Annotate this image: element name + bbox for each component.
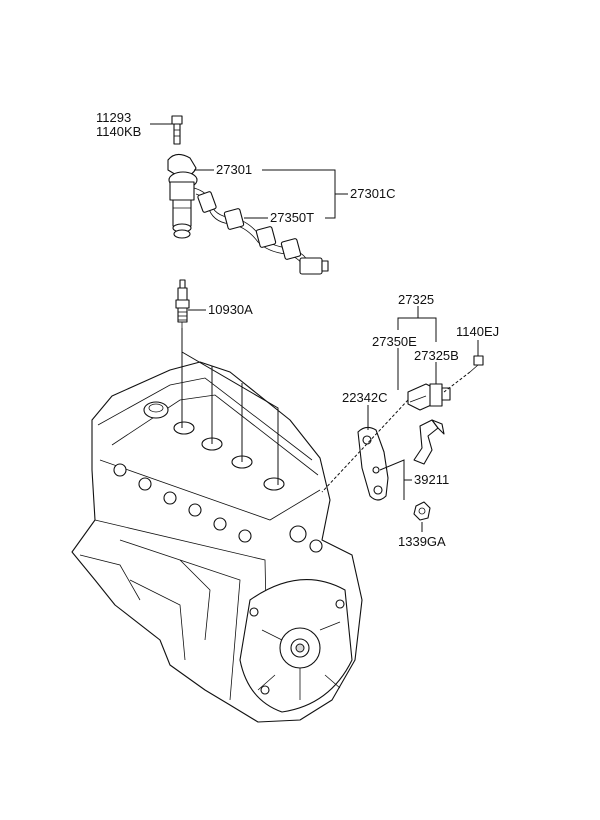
label-27325: 27325 [398,292,434,307]
label-27301: 27301 [216,162,252,177]
bracket-nut [413,501,431,521]
label-1339ga: 1339GA [398,534,446,549]
label-27325b: 27325B [414,348,459,363]
leader-lines [150,123,479,532]
crank-sensor [407,383,451,411]
sensor-bolt [469,355,484,373]
label-11293: 11293 [96,110,131,125]
label-27301c: 27301C [350,186,396,201]
label-22342c: 22342C [342,390,388,405]
harness-clamp [413,419,445,465]
sensor-bracket [357,426,389,501]
coil-bolt [171,115,183,145]
wiring-harness [193,187,329,275]
label-10930a: 10930A [208,302,253,317]
label-1140kb: 1140KB [96,124,141,139]
ignition-coil [167,153,198,239]
spark-plug [175,279,190,328]
label-39211: 39211 [414,472,449,487]
label-27350t: 27350T [270,210,314,225]
part-labels: 11293 1140KB 27301 27301C 27350T 10930A … [96,110,499,549]
engine-block [71,361,363,723]
label-27350e: 27350E [372,334,417,349]
label-1140ej: 1140EJ [456,324,499,339]
